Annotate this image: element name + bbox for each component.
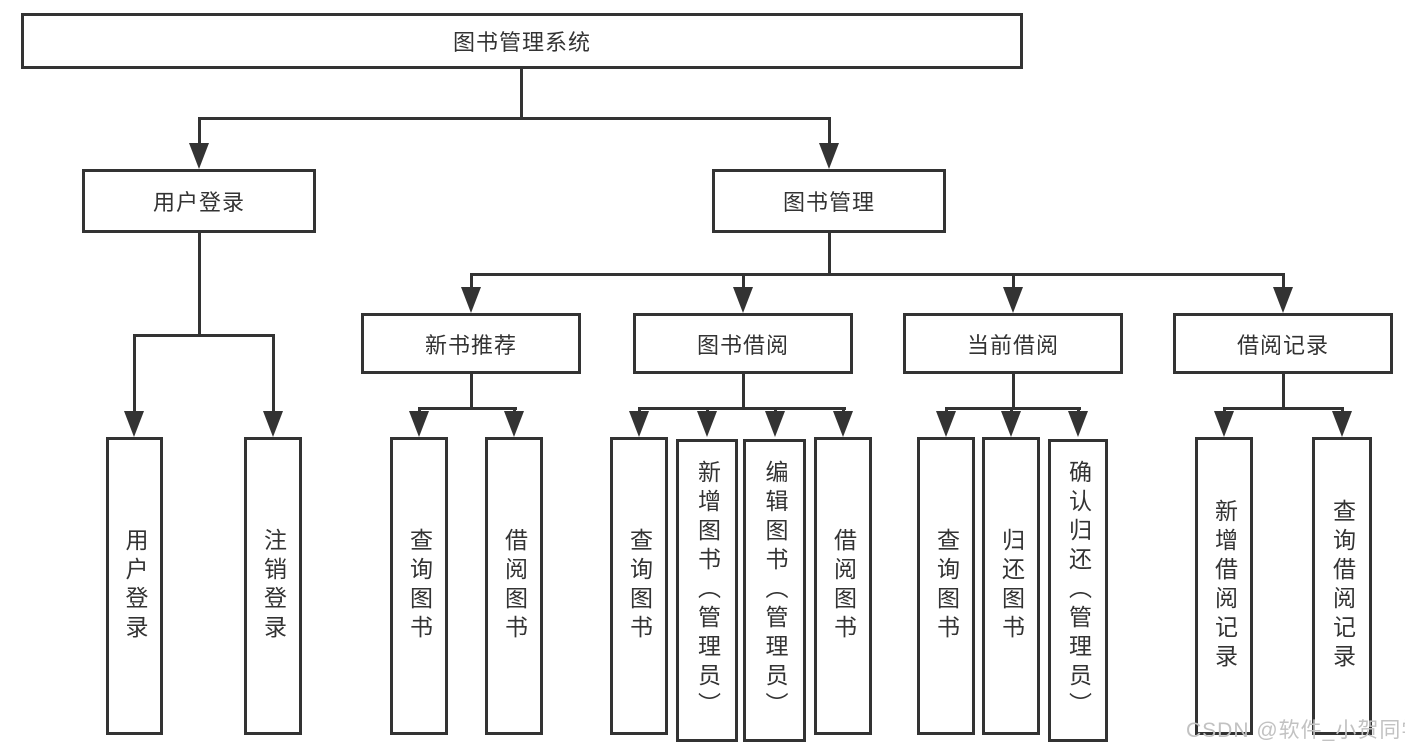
leaf-user-login: 用户登录 xyxy=(106,437,163,735)
arrow-to-bb-query xyxy=(629,411,649,437)
node-label: 确认归还（管理员） xyxy=(1065,460,1092,721)
connector-bookmgmt-shaft-3 xyxy=(1012,273,1015,291)
connector-bb-stem xyxy=(742,374,745,410)
node-label: 借阅记录 xyxy=(1236,332,1329,358)
arrow-to-cb-query xyxy=(936,411,956,437)
leaf-bb-borrow-books: 借阅图书 xyxy=(814,437,872,735)
leaf-br-add-record: 新增借阅记录 xyxy=(1195,437,1253,735)
node-label: 图书借阅 xyxy=(696,332,789,358)
node-user-login: 用户登录 xyxy=(82,169,316,233)
connector-cb-hline xyxy=(945,407,1081,410)
node-label: 新增借阅记录 xyxy=(1211,499,1238,673)
csdn-watermark: CSDN @软件_小贺同学 xyxy=(1186,719,1405,742)
node-book-borrow: 图书借阅 xyxy=(633,313,853,374)
arrow-to-borrow-records xyxy=(1273,287,1293,313)
leaf-cb-confirm-return-admin: 确认归还（管理员） xyxy=(1048,439,1108,742)
leaf-nbr-borrow-books: 借阅图书 xyxy=(485,437,543,735)
arrow-to-bb-edit xyxy=(765,411,785,437)
arrow-to-bb-borrow xyxy=(833,411,853,437)
node-label: 新增图书（管理员） xyxy=(694,460,721,721)
connector-root-right-shaft xyxy=(828,117,831,147)
leaf-nbr-query-books: 查询图书 xyxy=(390,437,448,735)
node-new-book-recommend: 新书推荐 xyxy=(361,313,581,374)
node-label: 用户登录 xyxy=(152,190,245,215)
arrow-to-br-add xyxy=(1214,411,1234,437)
leaf-bb-edit-books-admin: 编辑图书（管理员） xyxy=(743,439,806,742)
arrow-to-nbr-query xyxy=(409,411,429,437)
arrow-to-cb-confirm xyxy=(1068,411,1088,437)
node-current-borrow: 当前借阅 xyxy=(903,313,1123,374)
node-label: 当前借阅 xyxy=(966,332,1059,358)
arrow-to-user-login xyxy=(189,143,209,169)
arrow-to-cb-return xyxy=(1001,411,1021,437)
connector-bookmgmt-shaft-4 xyxy=(1282,273,1285,291)
node-root-library-system: 图书管理系统 xyxy=(21,13,1023,69)
connector-userlogin-shaft-1 xyxy=(133,334,136,416)
arrow-to-book-borrow xyxy=(733,287,753,313)
connector-nbr-hline xyxy=(418,407,517,410)
connector-bb-hline xyxy=(638,407,846,410)
connector-root-stem xyxy=(520,68,523,120)
connector-bookmgmt-stem xyxy=(828,233,831,276)
connector-root-hline xyxy=(198,117,831,120)
node-book-management: 图书管理 xyxy=(712,169,946,233)
arrow-to-book-management xyxy=(819,143,839,169)
node-label: 借阅图书 xyxy=(501,528,528,644)
arrow-to-bb-add xyxy=(697,411,717,437)
connector-cb-stem xyxy=(1012,374,1015,410)
connector-bookmgmt-shaft-1 xyxy=(470,273,473,291)
arrow-to-leaf-logout xyxy=(263,411,283,437)
arrow-to-br-query xyxy=(1332,411,1352,437)
connector-userlogin-shaft-2 xyxy=(272,334,275,416)
arrow-to-current-borrow xyxy=(1003,287,1023,313)
leaf-bb-add-books-admin: 新增图书（管理员） xyxy=(676,439,738,742)
node-label: 查询图书 xyxy=(933,528,960,644)
node-label: 借阅图书 xyxy=(830,528,857,644)
arrow-to-nbr-borrow xyxy=(504,411,524,437)
connector-nbr-stem xyxy=(470,374,473,410)
node-label: 图书管理 xyxy=(782,190,875,215)
node-label: 查询图书 xyxy=(626,528,653,644)
connector-br-hline xyxy=(1223,407,1344,410)
connector-bookmgmt-hline xyxy=(470,273,1285,276)
arrow-to-leaf-user-login xyxy=(124,411,144,437)
node-label: 图书管理系统 xyxy=(452,30,591,55)
leaf-bb-query-books: 查询图书 xyxy=(610,437,668,735)
node-label: 查询借阅记录 xyxy=(1329,499,1356,673)
node-label: 注销登录 xyxy=(260,528,287,644)
node-label: 新书推荐 xyxy=(424,332,517,358)
connector-userlogin-hline xyxy=(133,334,275,337)
node-label: 归还图书 xyxy=(998,528,1025,644)
leaf-br-query-record: 查询借阅记录 xyxy=(1312,437,1372,735)
node-label: 查询图书 xyxy=(406,528,433,644)
leaf-cb-query-books: 查询图书 xyxy=(917,437,975,735)
node-label: 用户登录 xyxy=(122,528,148,644)
node-borrow-records: 借阅记录 xyxy=(1173,313,1393,374)
leaf-logout: 注销登录 xyxy=(244,437,302,735)
connector-bookmgmt-shaft-2 xyxy=(742,273,745,291)
connector-root-left-shaft xyxy=(198,117,201,147)
node-label: 编辑图书（管理员） xyxy=(762,460,788,721)
leaf-cb-return-books: 归还图书 xyxy=(982,437,1040,735)
connector-br-stem xyxy=(1282,374,1285,410)
connector-userlogin-stem xyxy=(198,233,201,337)
arrow-to-new-book-recommend xyxy=(461,287,481,313)
